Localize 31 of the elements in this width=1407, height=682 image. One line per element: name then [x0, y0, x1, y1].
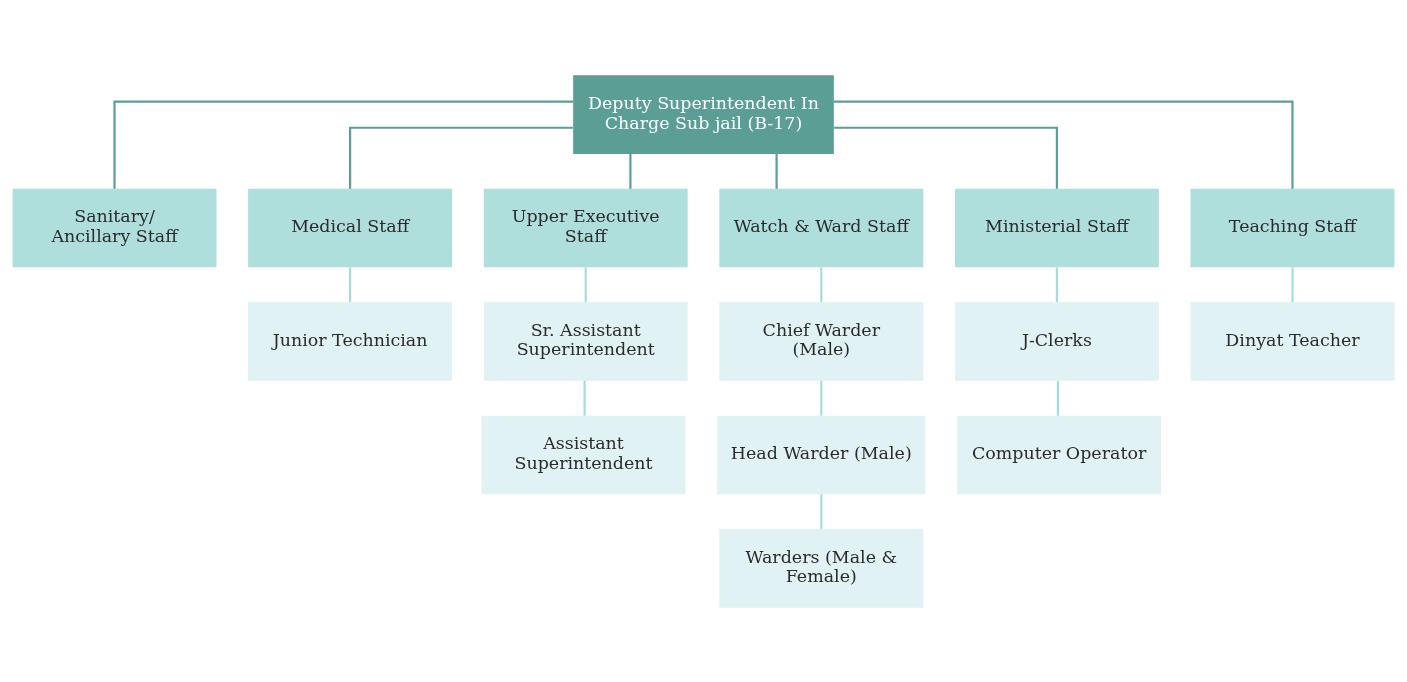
connector [820, 266, 823, 302]
node-box: Upper Executive Staff [483, 188, 688, 267]
node-box: Ministerial Staff [954, 188, 1159, 267]
node-box: J-Clerks [954, 301, 1159, 381]
connector [349, 266, 352, 302]
connector [820, 493, 823, 529]
node-box: Computer Operator [957, 415, 1162, 494]
connector [820, 380, 823, 416]
node-box: Junior Technician [248, 301, 453, 381]
node-box: Dinyat Teacher [1190, 301, 1395, 381]
node-box: Chief Warder (Male) [719, 301, 924, 381]
connector [1055, 266, 1058, 302]
connector [584, 266, 587, 302]
node-box: Deputy Superintendent In Charge Sub jail (B-17) [573, 74, 834, 154]
node-box: Head Warder (Male) [717, 415, 926, 494]
node-box: Watch & Ward Staff [719, 188, 924, 267]
node-box: Warders (Male & Female) [719, 528, 924, 608]
node-box: Sanitary/ Ancillary Staff [12, 188, 217, 267]
node-box: Assistant Superintendent [481, 415, 686, 494]
connector [833, 99, 1294, 189]
connector [113, 99, 574, 189]
connector [775, 153, 778, 189]
connector [349, 126, 573, 189]
connector [583, 380, 586, 416]
node-box: Teaching Staff [1190, 188, 1395, 267]
node-box: Medical Staff [248, 188, 453, 267]
node-box: Sr. Assistant Superintendent [483, 301, 688, 381]
connector [1056, 380, 1060, 416]
connector [629, 153, 632, 189]
connector [834, 126, 1058, 189]
connector [1291, 266, 1294, 302]
